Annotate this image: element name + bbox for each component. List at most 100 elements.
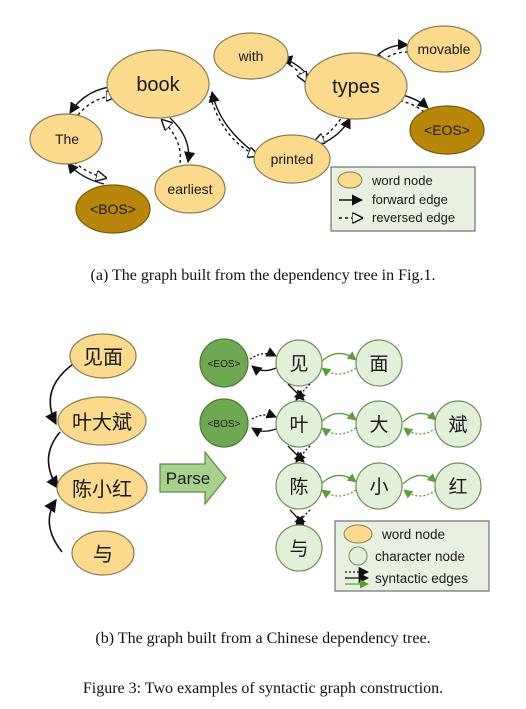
char-node-label: 面 — [369, 353, 388, 375]
node-label: <BOS> — [90, 201, 136, 217]
syntactic-edge — [320, 351, 357, 363]
node-label: movable — [418, 41, 471, 57]
legend-reversed-edge: reversed edge — [372, 210, 455, 225]
edge-forward — [169, 117, 196, 164]
parse-arrow: Parse — [159, 450, 227, 506]
char-node-label: 叶 — [289, 414, 308, 436]
syntactic-edge — [320, 411, 357, 423]
node-label: with — [238, 48, 264, 64]
legend-character-node: character node — [375, 549, 465, 564]
char-node-label: 斌 — [448, 414, 467, 436]
edge-reversed — [73, 161, 106, 178]
node-the: The — [29, 113, 103, 165]
edge-forward — [208, 90, 263, 159]
char-node-label: 陈 — [289, 476, 308, 498]
node-earliest: earliest — [154, 164, 226, 214]
node-label: The — [55, 131, 79, 147]
syntactic-edge — [251, 408, 277, 420]
edge-reversed — [284, 61, 306, 82]
char-node-bos: <BOS> — [199, 398, 249, 448]
caption-a: (a) The graph built from the dependency … — [91, 267, 436, 284]
node-bos: <BOS> — [75, 184, 151, 234]
figure-caption: Figure 3: Two examples of syntactic grap… — [83, 680, 443, 697]
word-node-chenxiaohong: 陈小红 — [56, 462, 148, 514]
syntactic-edge — [289, 509, 305, 527]
node-book: book — [106, 49, 210, 119]
node-label: <EOS> — [424, 122, 470, 138]
node-printed: printed — [253, 134, 331, 184]
word-node-swatch — [343, 524, 373, 544]
char-node-label: 小 — [369, 476, 388, 498]
legend-b: word node character node syntactic edges — [334, 520, 490, 592]
syntactic-edge — [251, 427, 277, 438]
node-movable: movable — [406, 25, 482, 73]
node-label: earliest — [167, 181, 212, 197]
edge-reversed — [314, 113, 345, 142]
syntactic-edge — [403, 427, 437, 437]
node-label: types — [332, 76, 380, 98]
legend-a: word node forward edge reversed edge — [330, 166, 476, 232]
char-node: 与 — [275, 524, 323, 572]
edge-reversed — [77, 96, 116, 116]
char-node: 叶 — [275, 400, 323, 448]
char-node-label: <BOS> — [208, 419, 241, 430]
legend-word-node: word node — [371, 173, 433, 188]
syntactic-edge — [295, 445, 311, 463]
graph-b: 见面 叶大斌 陈小红 与 Parse — [44, 333, 490, 592]
edge-reversed — [209, 95, 258, 156]
syntactic-edge — [251, 365, 277, 376]
syntactic-edges-swatch — [345, 566, 370, 589]
syntactic-edge — [321, 489, 357, 499]
node-with: with — [213, 32, 289, 80]
parse-label: Parse — [166, 469, 210, 488]
syntactic-edge — [321, 367, 357, 377]
edge-reversed — [162, 120, 182, 164]
word-node-yedabin: 叶大斌 — [57, 396, 147, 446]
word-tree-edges — [44, 361, 77, 553]
char-node-label: 与 — [289, 538, 308, 560]
syntactic-edge — [402, 473, 437, 485]
dependency-arc — [45, 361, 77, 426]
word-node-jianmian: 见面 — [69, 333, 137, 379]
graph-a: book with types movable The <EOS> printe… — [29, 25, 485, 234]
word-node-label: 与 — [93, 542, 113, 566]
node-label: printed — [271, 151, 314, 167]
legend-syntactic-edges: syntactic edges — [375, 571, 468, 586]
char-node-label: 红 — [448, 476, 467, 498]
syntactic-edge — [287, 445, 305, 463]
word-node-yu: 与 — [71, 530, 135, 576]
char-node: 小 — [355, 462, 403, 510]
char-graph-edges — [249, 347, 437, 527]
legend-word-node: word node — [381, 527, 445, 542]
word-node-label: 叶大斌 — [72, 410, 132, 434]
char-node-eos: <EOS> — [199, 338, 249, 388]
dependency-arc — [44, 498, 63, 553]
char-node: 斌 — [434, 400, 482, 448]
char-node-label: <EOS> — [208, 359, 241, 370]
dependency-arc — [46, 431, 61, 490]
char-node: 面 — [355, 339, 403, 387]
node-eos: <EOS> — [409, 105, 485, 155]
word-node-swatch — [337, 171, 363, 189]
char-node: 大 — [355, 400, 403, 448]
syntactic-edge — [402, 411, 437, 423]
word-node-label: 见面 — [83, 345, 123, 369]
legend-forward-edge: forward edge — [372, 192, 448, 207]
syntactic-edge — [249, 347, 277, 360]
char-node: 红 — [434, 462, 482, 510]
node-label: book — [136, 74, 180, 96]
char-node-label: 大 — [369, 414, 388, 436]
word-node-label: 陈小红 — [72, 477, 132, 501]
character-node-swatch — [348, 546, 368, 566]
edge-forward — [67, 162, 105, 185]
char-node-label: 见 — [289, 353, 308, 375]
caption-b: (b) The graph built from a Chinese depen… — [95, 630, 430, 647]
node-types: types — [304, 52, 408, 120]
syntactic-edge — [320, 473, 357, 485]
syntactic-edge — [403, 489, 437, 499]
syntactic-edge — [295, 383, 311, 401]
char-node: 陈 — [275, 462, 323, 510]
syntactic-edge — [321, 427, 357, 437]
syntactic-edge — [295, 509, 311, 527]
